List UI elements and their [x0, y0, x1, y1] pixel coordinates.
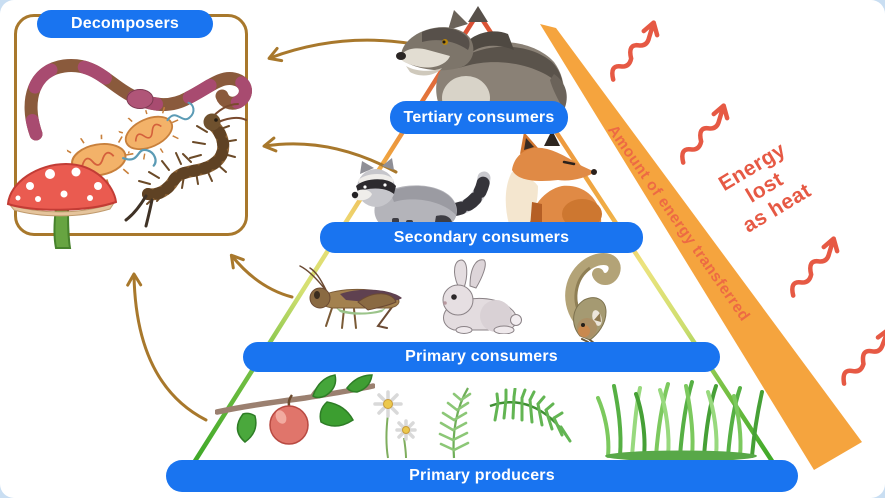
wolf-icon — [396, 6, 567, 116]
arrow-producers-to-decomposers-icon — [126, 272, 208, 422]
raccoon-icon — [351, 158, 491, 231]
arrow-primary-consumers-to-decomposers-icon — [229, 253, 294, 299]
level-label-secondary-consumers: Secondary consumers — [320, 222, 643, 253]
centipede-icon — [124, 103, 247, 228]
rabbit-icon — [442, 259, 522, 334]
level-label-primary-producers: Primary producers — [166, 460, 798, 492]
grasshopper-icon — [299, 265, 402, 329]
heat-wavy-arrow-icon — [790, 236, 840, 298]
grass-icon — [596, 380, 764, 462]
level-label-primary-consumers: Primary consumers — [243, 342, 720, 372]
heat-wavy-arrow-icon — [680, 103, 730, 165]
heat-arrows — [610, 20, 885, 386]
apple-branch-icon — [215, 374, 375, 445]
daisy-flowers-icon — [373, 390, 417, 459]
decomposer-arrows — [126, 38, 426, 422]
arrow-wolf-to-decomposers-icon — [267, 38, 426, 63]
bacterium-icon — [116, 101, 195, 160]
fly-agaric-mushroom-icon — [6, 162, 118, 249]
squirrel-icon — [565, 252, 621, 344]
earthworm-icon — [24, 59, 252, 141]
fern-icon — [489, 388, 572, 443]
heat-wavy-arrow-icon — [841, 327, 885, 386]
energy-transfer-bar — [540, 24, 862, 470]
fox-icon — [505, 130, 602, 229]
fern-icon — [438, 387, 472, 459]
arrow-secondary-to-decomposers-icon — [262, 136, 398, 174]
decomposers-label: Decomposers — [37, 10, 213, 38]
heat-wavy-arrow-icon — [610, 20, 660, 82]
level-label-tertiary-consumers: Tertiary consumers — [390, 101, 568, 134]
